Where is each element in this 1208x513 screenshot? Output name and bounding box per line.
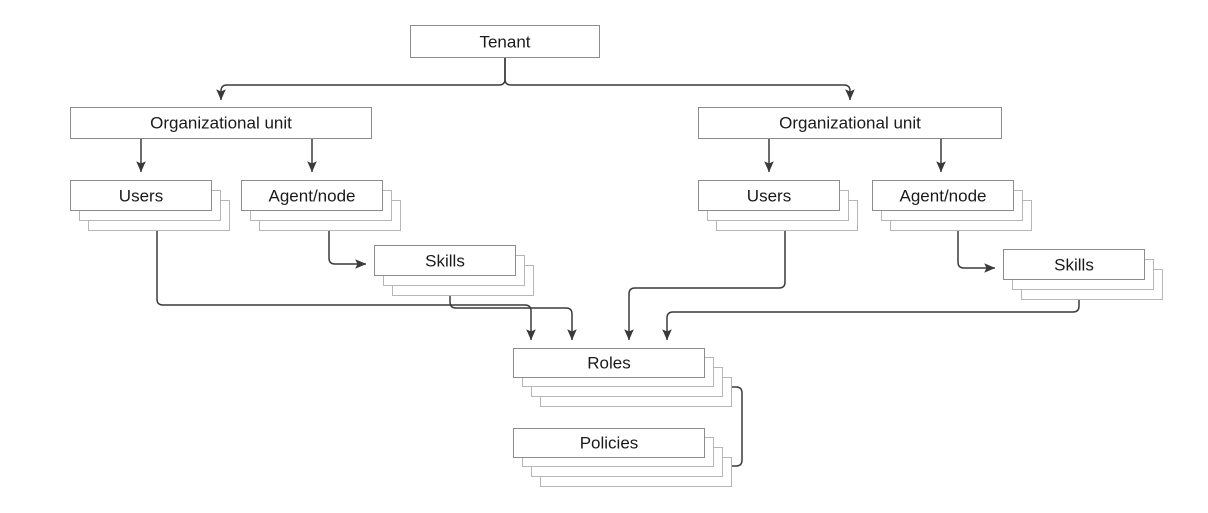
tenant-box[interactable]: Tenant: [410, 25, 600, 58]
tenant-label: Tenant: [479, 32, 531, 51]
users-left-label: Users: [118, 186, 164, 205]
edge-agentleft-to-skills: [328, 231, 367, 269]
skills-right-label: Skills: [1054, 255, 1094, 274]
skills-left-box[interactable]: Skills: [374, 245, 516, 276]
org-unit-left-box[interactable]: Organizational unit: [70, 107, 372, 139]
skills-left-label: Skills: [425, 251, 465, 270]
edge-skillsleft-to-roles: [449, 296, 577, 341]
org-unit-left-label: Organizational unit: [150, 113, 292, 133]
users-right-label: Users: [746, 186, 792, 205]
agent-node-left-box[interactable]: Agent/node: [241, 180, 383, 211]
agent-node-left-label: Agent/node: [268, 186, 356, 205]
org-unit-right-box[interactable]: Organizational unit: [698, 107, 1002, 139]
users-left-box[interactable]: Users: [70, 180, 212, 211]
agent-node-right-box[interactable]: Agent/node: [872, 180, 1014, 211]
agent-node-right-label: Agent/node: [899, 186, 987, 205]
edge-agentright-to-skills: [957, 231, 996, 273]
policies-label: Policies: [579, 433, 639, 453]
org-unit-right-label: Organizational unit: [779, 113, 921, 133]
skills-right-box[interactable]: Skills: [1003, 249, 1145, 280]
edge-tenant-to-org-left: [216, 58, 506, 101]
roles-box[interactable]: Roles: [513, 348, 705, 378]
edge-tenant-to-org-right: [504, 58, 855, 101]
roles-label: Roles: [587, 353, 631, 373]
policies-box[interactable]: Policies: [513, 428, 705, 458]
edge-skillsright-to-roles: [662, 300, 1080, 341]
users-right-box[interactable]: Users: [698, 180, 840, 211]
